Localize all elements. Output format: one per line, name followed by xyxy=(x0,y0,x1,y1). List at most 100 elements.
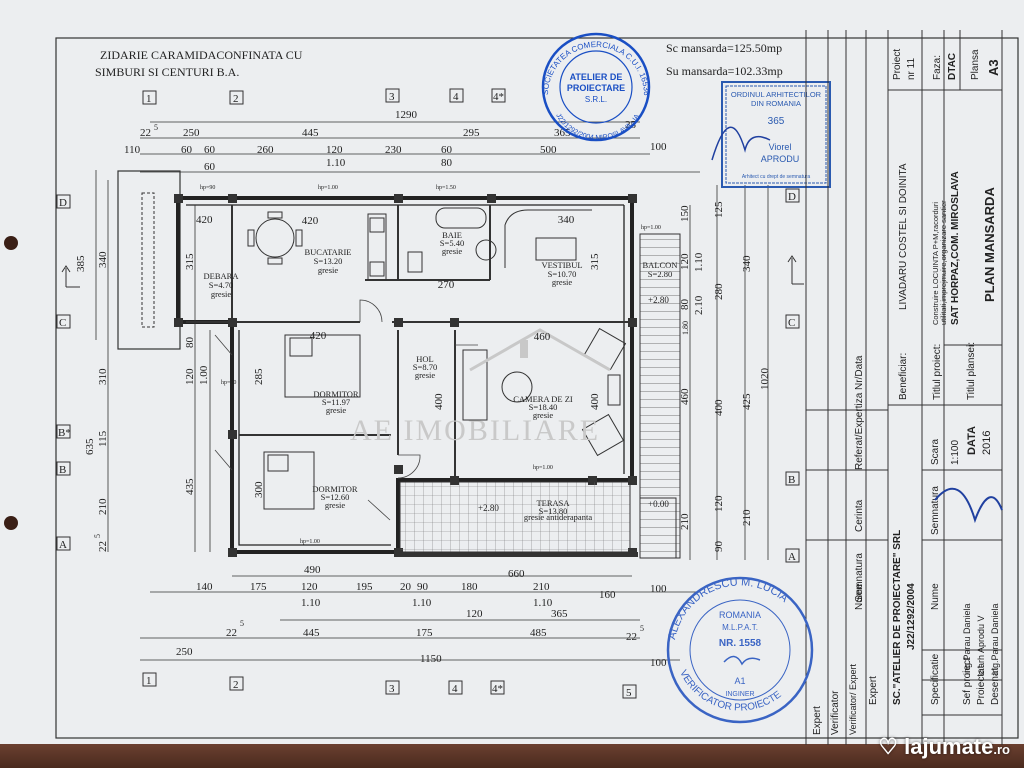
heart-icon: ♡ xyxy=(878,734,898,759)
svg-text:400: 400 xyxy=(589,393,601,410)
svg-text:180: 180 xyxy=(461,581,478,593)
svg-text:INGINER: INGINER xyxy=(725,691,754,698)
axis-4star: 4* xyxy=(492,683,503,695)
left-balcony-beam xyxy=(141,192,155,328)
svg-text:125: 125 xyxy=(713,201,725,218)
dim: 1.10 xyxy=(326,157,346,169)
axis-markers-bottom: 1 2 3 4 4* 5 xyxy=(142,672,637,699)
axis-markers-left: D C B* B A xyxy=(56,194,71,551)
svg-text:ing.Parau Daniela: ing.Parau Daniela xyxy=(962,603,972,675)
svg-text:300: 300 xyxy=(253,481,265,498)
svg-text:1.80: 1.80 xyxy=(681,321,690,335)
svg-text:445: 445 xyxy=(303,627,320,639)
room-name: BAIE xyxy=(442,230,462,240)
room-floor: gresie xyxy=(326,405,347,415)
level: +2.80 xyxy=(478,503,499,513)
svg-text:660: 660 xyxy=(508,568,525,580)
svg-text:Sef proiect: Sef proiect xyxy=(962,657,973,705)
room-name: DORMITOR xyxy=(312,484,358,494)
svg-text:utilitati,imprejmuire,organiza: utilitati,imprejmuire,organizare santier xyxy=(939,200,948,325)
room-area: S=13.20 xyxy=(314,256,343,266)
punch-hole xyxy=(4,236,18,250)
svg-text:365: 365 xyxy=(768,116,785,127)
room-name: BALCON xyxy=(643,260,678,270)
room-floor: gresie xyxy=(325,500,346,510)
area-su: Su mansarda=102.33mp xyxy=(666,64,783,78)
dim: 445 xyxy=(302,127,319,139)
axis-5: 5 xyxy=(626,687,632,699)
svg-text:DTAC: DTAC xyxy=(947,53,958,80)
axis-1: 1 xyxy=(146,93,152,105)
svg-text:2016: 2016 xyxy=(981,431,993,455)
dim: 60 xyxy=(441,144,453,156)
dim: 250 xyxy=(183,127,200,139)
svg-text:490: 490 xyxy=(304,564,321,576)
room-floor: gresie xyxy=(552,277,573,287)
room-dim: 460 xyxy=(534,331,551,343)
svg-text:Titlul proiect:: Titlul proiect: xyxy=(932,344,943,400)
svg-text:90: 90 xyxy=(713,541,725,553)
dim: 500 xyxy=(540,144,557,156)
svg-text:435: 435 xyxy=(184,478,196,495)
room-name: DORMITOR xyxy=(313,389,359,399)
svg-text:Verificator/ Expert: Verificator/ Expert xyxy=(848,663,858,735)
dim: 5 xyxy=(154,123,158,132)
room-dim: 270 xyxy=(438,279,455,291)
dim: 100 xyxy=(650,141,667,153)
architect-signature xyxy=(711,126,771,161)
note-line-1: ZIDARIE CARAMIDACONFINATA CU xyxy=(100,48,303,62)
room-area: S=12.60 xyxy=(321,492,350,502)
left-balcony-slab xyxy=(117,170,181,350)
room-area: S=18.40 xyxy=(529,402,558,412)
axis-2: 2 xyxy=(233,93,239,105)
svg-text:210: 210 xyxy=(741,509,753,526)
svg-text:Desenat: Desenat xyxy=(990,668,1001,705)
verifier-stamp: ALEXANDRESCU M. LUCIA ROMANIA M.L.P.A.T.… xyxy=(666,576,814,724)
terrace-edge xyxy=(400,552,638,557)
axis-D: D xyxy=(788,191,796,203)
svg-text:195: 195 xyxy=(356,581,373,593)
dim-total: 1290 xyxy=(395,109,418,121)
architect-stamp: ORDINUL ARHITECTILOR DIN ROMANIA 365 Vio… xyxy=(711,81,831,188)
svg-text:315: 315 xyxy=(184,253,196,270)
svg-text:22: 22 xyxy=(626,631,637,643)
room-dim: 420 xyxy=(310,330,327,342)
svg-text:Arhitect cu drept de semnatura: Arhitect cu drept de semnatura xyxy=(742,174,811,180)
title-block-text: Proiect nr 11 Faza: DTAC Plansa A3 Benef… xyxy=(812,49,1001,735)
dim: 22 xyxy=(140,127,151,139)
svg-text:90: 90 xyxy=(417,581,429,593)
room-area: S=4.70 xyxy=(209,280,233,290)
room-area: S=2.80 xyxy=(648,269,672,279)
firm-stamp-center: PROIECTARE xyxy=(567,83,625,93)
bed-2 xyxy=(263,451,315,510)
axis-A: A xyxy=(59,539,67,551)
svg-text:hp=1.50: hp=1.50 xyxy=(436,185,456,191)
room-name: HOL xyxy=(416,354,433,364)
kitchen-counter xyxy=(367,213,387,281)
svg-text:M.L.P.A.T.: M.L.P.A.T. xyxy=(722,623,758,632)
svg-text:400: 400 xyxy=(433,393,445,410)
dimension-lines-left xyxy=(95,170,211,552)
svg-text:Cerinta: Cerinta xyxy=(854,499,865,532)
svg-text:175: 175 xyxy=(416,627,433,639)
svg-text:ing.Parau Daniela: ing.Parau Daniela xyxy=(990,603,1000,675)
axis-markers-right: D C B A xyxy=(785,188,800,563)
dim: 80 xyxy=(441,157,453,169)
svg-text:80: 80 xyxy=(184,337,196,349)
svg-text:hp=90: hp=90 xyxy=(221,380,236,386)
axis-4star: 4* xyxy=(493,91,504,103)
room-name: DEBARA xyxy=(204,271,240,281)
svg-text:120: 120 xyxy=(679,253,691,270)
axis-4: 4 xyxy=(452,683,458,695)
axis-B: B xyxy=(788,474,795,486)
svg-text:340: 340 xyxy=(97,251,109,268)
axis-B: B xyxy=(59,464,66,476)
svg-text:22: 22 xyxy=(97,541,109,552)
dim: 60 xyxy=(204,161,216,173)
furniture xyxy=(247,207,627,510)
svg-text:120: 120 xyxy=(301,581,318,593)
room-name: CAMERA DE ZI xyxy=(513,394,573,404)
svg-text:1.10: 1.10 xyxy=(693,252,705,272)
